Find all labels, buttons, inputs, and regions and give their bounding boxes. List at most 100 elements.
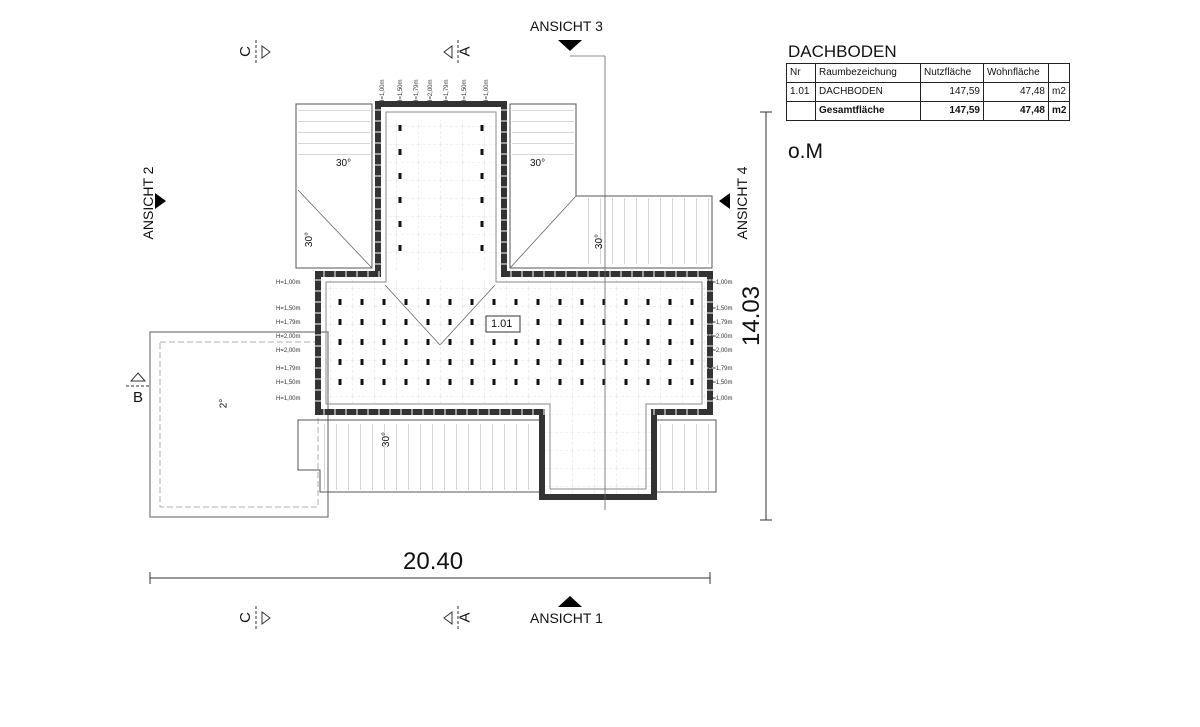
rafter-post (602, 299, 606, 305)
rafter-post (690, 299, 694, 305)
view-label-ansicht-1: ANSICHT 1 (530, 610, 603, 626)
rafter-post (480, 245, 484, 251)
rafter-post (690, 359, 694, 365)
area-table: Nr Raumbezeichung Nutzfläche Wohnfläche … (786, 63, 1071, 121)
rafter-post (480, 173, 484, 179)
rafter-post (646, 319, 650, 325)
height-mark: H=1,50m (398, 79, 404, 104)
dormer-grid (386, 120, 496, 270)
view-label-ansicht-2: ANSICHT 2 (140, 166, 156, 240)
rafter-post (580, 339, 584, 345)
height-mark: H=2,00m (428, 79, 434, 104)
height-mark: H=1,79m (276, 320, 301, 326)
table-total-row: Gesamtfläche 147,59 47,48 m2 (786, 101, 1071, 121)
rafter-post (426, 319, 430, 325)
rafter-post (360, 379, 364, 385)
rafter-post (602, 359, 606, 365)
rafter-post (580, 379, 584, 385)
height-mark: H=1,00m (708, 396, 733, 402)
section-label-c-top: C (236, 46, 254, 57)
rafter-post (404, 379, 408, 385)
walls (315, 101, 713, 500)
rafter-post (338, 359, 342, 365)
height-mark: H=2,00m (708, 348, 733, 354)
roof-angle: 30° (336, 158, 352, 169)
rafter-post (398, 149, 402, 155)
section-label-a-bottom: A (456, 612, 474, 623)
rafter-post (338, 319, 342, 325)
rafter-post (382, 379, 386, 385)
header-cell: Wohnfläche (983, 63, 1049, 83)
rafter-post (448, 339, 452, 345)
rafter-post (382, 319, 386, 325)
floor-label: o.M (788, 140, 824, 163)
section-label-b: B (133, 389, 144, 406)
roof-hatch (298, 106, 370, 164)
cell-name: Gesamtfläche (815, 101, 921, 121)
rafter-post (580, 359, 584, 365)
rafter-post (338, 299, 342, 305)
terrace (149, 331, 329, 518)
rafter-post (470, 379, 474, 385)
rafter-post (404, 299, 408, 305)
rafter-post (426, 379, 430, 385)
rafter-post (536, 339, 540, 345)
section-label-c-bottom: C (236, 612, 254, 623)
rafter-post (470, 299, 474, 305)
rafter-post (602, 339, 606, 345)
height-mark: H=1,00m (484, 79, 490, 104)
rafter-post (480, 221, 484, 227)
room-number: 1.01 (491, 318, 513, 330)
rafter-post (398, 221, 402, 227)
height-mark: H=1,00m (380, 79, 386, 104)
attic-grid (322, 280, 706, 406)
cell-nutzflaeche: 147,59 (920, 82, 984, 102)
rafter-post (480, 197, 484, 203)
rafter-post (448, 319, 452, 325)
width-dimension-line (149, 572, 711, 584)
cell-nutzflaeche: 147,59 (920, 101, 984, 121)
rafter-post (580, 299, 584, 305)
rafter-post (536, 359, 540, 365)
walls-inner (325, 111, 703, 490)
rafter-post (338, 379, 342, 385)
view-label-ansicht-4: ANSICHT 4 (734, 166, 750, 240)
height-mark: H=1,50m (276, 380, 301, 386)
height-mark: H=1,79m (276, 366, 301, 372)
view-label-ansicht-3: ANSICHT 3 (530, 18, 603, 34)
cell-wohnflaeche: 47,48 (983, 82, 1049, 102)
rafter-post (558, 299, 562, 305)
rafter-post (690, 339, 694, 345)
height-mark: H=1,00m (708, 280, 733, 286)
header-cell: Raumbezeichung (815, 63, 921, 83)
rafter-post (646, 299, 650, 305)
rafter-post (492, 359, 496, 365)
section-markers (126, 40, 459, 630)
rafter-dots (338, 125, 694, 385)
rafter-post (426, 339, 430, 345)
height-mark: H=1,50m (276, 306, 301, 312)
roof-angle: 30° (594, 233, 606, 250)
rafter-post (360, 359, 364, 365)
view-marker-ansicht-2 (155, 193, 166, 209)
roof-angle: 30° (381, 431, 393, 448)
view-marker-ansicht-4 (719, 193, 730, 209)
view-marker-ansicht-1 (558, 596, 582, 607)
roof-hatch (322, 424, 538, 490)
view-marker-ansicht-3 (558, 40, 582, 51)
roof-hatch (512, 106, 574, 164)
rafter-post (558, 339, 562, 345)
rafter-post (360, 299, 364, 305)
table-row: 1.01 DACHBODEN 147,59 47,48 m2 (786, 82, 1071, 102)
rafter-post (536, 379, 540, 385)
height-mark: H=1,50m (708, 380, 733, 386)
header-cell: Nr (786, 63, 816, 83)
height-mark: H=1,79m (708, 320, 733, 326)
bay-grid (545, 406, 655, 496)
cell-unit: m2 (1047, 82, 1071, 102)
roof-hatch (578, 198, 710, 264)
terrace-slope: 2° (218, 398, 230, 409)
rafter-post (492, 299, 496, 305)
rafter-post (602, 379, 606, 385)
cell-unit: m2 (1047, 101, 1071, 121)
